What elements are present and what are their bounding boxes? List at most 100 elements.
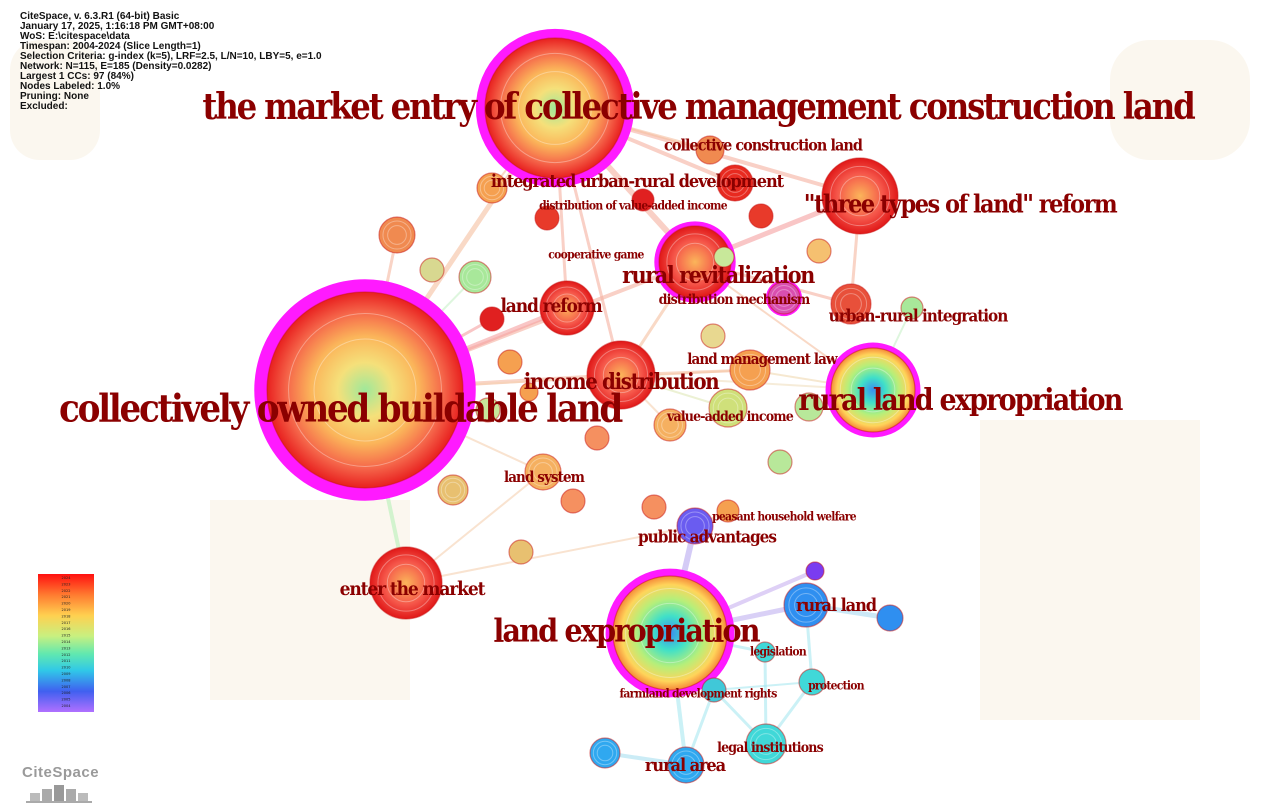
legend-year-label: 2005 [62, 698, 71, 702]
node-tree-ring [676, 755, 696, 775]
keyword-node[interactable] [783, 582, 829, 628]
legend-year-label: 2011 [62, 659, 71, 663]
keyword-node[interactable] [437, 474, 469, 506]
citespace-logo: CiteSpace [22, 764, 122, 808]
legend-year-label: 2008 [62, 678, 71, 682]
keyword-node[interactable] [716, 164, 754, 202]
keyword-node[interactable] [476, 172, 508, 204]
keyword-node[interactable] [876, 604, 904, 632]
keyword-node[interactable] [508, 539, 534, 565]
node-tree-ring [657, 412, 683, 438]
keyword-label: rural land expropriation [798, 383, 1123, 418]
logo-books-icon [26, 785, 92, 803]
node-tree-ring [840, 293, 862, 315]
keyword-node[interactable] [539, 280, 595, 336]
keyword-node[interactable] [560, 488, 586, 514]
keyword-node[interactable] [794, 392, 824, 422]
legend-year-label: 2004 [62, 704, 72, 708]
keyword-node[interactable] [821, 157, 899, 235]
keyword-node[interactable] [806, 238, 832, 264]
node-tree-ring [528, 457, 558, 487]
keyword-node[interactable] [419, 257, 445, 283]
node-tree-ring [386, 563, 426, 603]
network-link [713, 681, 813, 691]
keyword-node[interactable] [586, 340, 656, 410]
keyword-label: distribution of value-added income [539, 199, 728, 213]
keyword-node[interactable] [534, 205, 560, 231]
keyword-label: land management law [687, 350, 838, 368]
node-tree-ring [499, 52, 611, 164]
keyword-label: the market entry of collective managemen… [202, 86, 1195, 128]
keyword-label: income distribution [524, 369, 720, 395]
node-tree-ring [602, 356, 640, 394]
node-tree-ring [382, 220, 412, 250]
node-tree-ring [850, 367, 896, 413]
node-tree-ring [545, 286, 589, 330]
node-tree-ring [829, 165, 891, 227]
keyword-node[interactable] [458, 260, 492, 294]
keyword-label: collective construction land [664, 136, 863, 155]
keyword-node[interactable] [497, 349, 523, 375]
keyword-node[interactable] [700, 323, 726, 349]
keyword-node[interactable] [716, 499, 740, 523]
node-tree-ring [739, 359, 761, 381]
node-tree-ring [794, 593, 818, 617]
keyword-node[interactable] [676, 507, 714, 545]
keyword-node[interactable] [479, 306, 505, 332]
year-color-legend: 2024202320222021202020192018201720162015… [38, 574, 94, 712]
keyword-node[interactable] [369, 546, 443, 620]
node-tree-ring [313, 338, 417, 442]
keyword-node[interactable] [631, 188, 655, 212]
keyword-node[interactable] [754, 641, 776, 663]
keyword-node[interactable] [729, 349, 771, 391]
keyword-node[interactable] [830, 283, 872, 325]
logo-text: CiteSpace [22, 764, 100, 781]
keyword-node[interactable] [266, 291, 464, 489]
node-tree-ring [596, 744, 614, 762]
keyword-node[interactable] [767, 281, 801, 315]
keyword-node[interactable] [653, 408, 687, 442]
keyword-label: protection [808, 679, 865, 693]
meta-line: Network: N=115, E=185 (Density=0.0282) [20, 61, 212, 72]
keyword-node[interactable] [748, 203, 774, 229]
keyword-node[interactable] [798, 668, 826, 696]
legend-year-label: 2007 [62, 685, 71, 689]
keyword-node[interactable] [767, 449, 793, 475]
node-tree-ring [712, 392, 744, 424]
keyword-label: rural land [796, 595, 877, 616]
keyword-label: rural revitalization [622, 262, 815, 289]
meta-line: Nodes Labeled: 1.0% [20, 81, 121, 92]
keyword-node[interactable] [695, 135, 725, 165]
node-tree-ring [671, 750, 701, 780]
legend-year-label: 2024 [62, 576, 72, 580]
node-tree-ring [552, 293, 582, 323]
keyword-node[interactable] [667, 746, 705, 784]
keyword-node[interactable] [589, 737, 621, 769]
legend-year-label: 2010 [62, 666, 71, 670]
keyword-node[interactable] [484, 37, 626, 179]
node-tree-ring [639, 602, 701, 664]
keyword-node[interactable] [701, 677, 727, 703]
background-shape [1110, 40, 1250, 160]
keyword-node[interactable] [713, 246, 735, 268]
node-tree-ring [533, 462, 553, 482]
legend-year-label: 2023 [62, 582, 71, 586]
keyword-node[interactable] [708, 388, 748, 428]
meta-line: CiteSpace, v. 6.3.R1 (64-bit) Basic [20, 11, 180, 22]
keyword-node[interactable] [900, 296, 924, 320]
keyword-node[interactable] [378, 216, 416, 254]
keyword-label: integrated urban-rural development [491, 171, 785, 192]
keyword-node[interactable] [641, 494, 667, 520]
legend-year-label: 2013 [62, 646, 71, 650]
keyword-node[interactable] [519, 382, 539, 402]
keyword-node[interactable] [612, 575, 728, 691]
keyword-node[interactable] [475, 397, 501, 423]
keyword-node[interactable] [584, 425, 610, 451]
keyword-node[interactable] [745, 723, 787, 765]
keyword-node[interactable] [524, 453, 562, 491]
keyword-node[interactable] [805, 561, 825, 581]
legend-year-label: 2012 [62, 653, 71, 657]
keyword-node[interactable] [830, 347, 916, 433]
keyword-label: land expropriation [493, 612, 760, 650]
